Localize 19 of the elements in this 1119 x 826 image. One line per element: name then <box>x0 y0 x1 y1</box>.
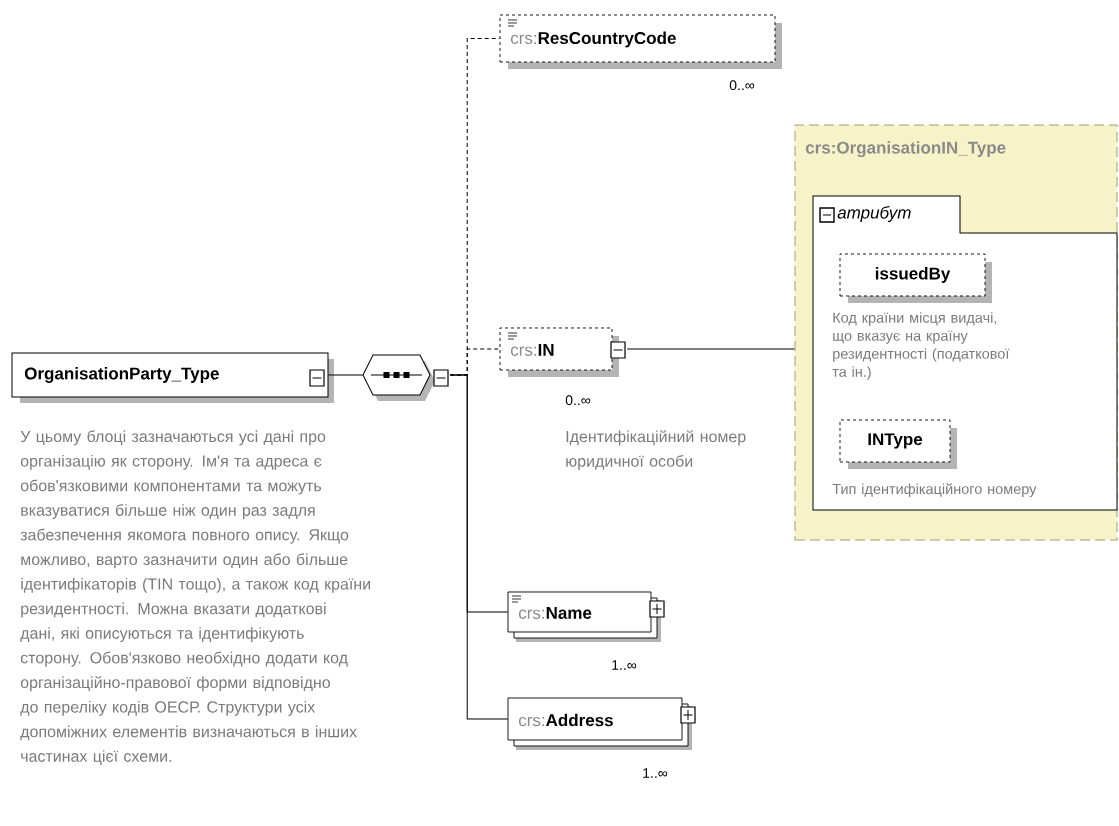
description-text: Ідентифікаційний номер юридичної особи <box>566 430 746 470</box>
description-text: Код країни місця видачі, що вказує на країну резидентності (податкової та ін.) <box>832 312 1010 380</box>
type-box: OrganisationParty_Type <box>11 352 334 403</box>
description-text: Тип ідентифікаційного номеру <box>832 483 1037 497</box>
multiplicity-label: 0..∞ <box>565 395 591 406</box>
multiplicity-label: 1..∞ <box>612 660 637 670</box>
element-box: crs:ResCountryCode <box>499 14 782 69</box>
description-text: У цьому блоці зазначаються усі дані про організацію як сторону. Ім'я та адреса є обов'язковими компонентами та можуть вказуватися більше ніж один раз задля забезпечення якомога повного опису. Якщо можливо, варто зазначити один або більше ідентифікаторів (TIN тощо), а також код країни резидентності. Можна вказати додаткові дані, які описуються та ідентифікують сторону. Обов'язково необхідно додати код організаційно-правової форми відповідно до переліку кодів ОЕСР. Структури усіх допоміжних елементів визначаються в інших частинах цієї схеми. <box>20 430 370 765</box>
element-box: crs:IN <box>499 327 626 377</box>
connector <box>449 374 509 720</box>
connector <box>328 374 364 376</box>
connector <box>626 348 795 350</box>
attribute-box: INType <box>839 419 957 469</box>
element-box: crs:Address <box>507 697 696 750</box>
multiplicity-label: 1..∞ <box>643 768 668 778</box>
element-box: crs:Name <box>507 591 665 642</box>
attribute-box: issuedBy <box>839 253 992 303</box>
multiplicity-label: 0..∞ <box>729 80 755 91</box>
compositor-symbol <box>362 354 449 401</box>
